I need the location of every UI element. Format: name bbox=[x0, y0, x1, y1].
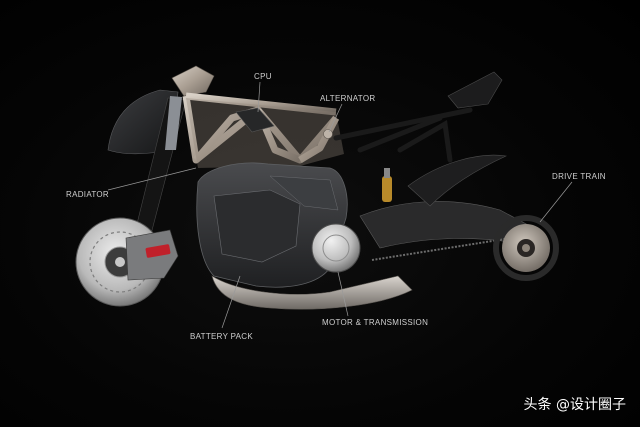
label-battery-pack: BATTERY PACK bbox=[190, 332, 254, 341]
panel-facet bbox=[213, 189, 301, 263]
cpu-block bbox=[235, 107, 275, 133]
leader-alternator bbox=[328, 103, 343, 133]
rear-shock-top bbox=[384, 168, 390, 178]
drive-chain bbox=[371, 235, 525, 261]
brake-caliper-badge bbox=[145, 244, 171, 258]
rear-sprocket bbox=[493, 215, 559, 281]
leader-drive-train bbox=[539, 181, 573, 223]
motor-cover bbox=[311, 223, 361, 273]
label-radiator: RADIATOR bbox=[66, 190, 109, 199]
rear-hugger bbox=[407, 154, 508, 207]
alternator-part bbox=[323, 129, 333, 139]
leader-radiator bbox=[107, 167, 197, 191]
rear-shock bbox=[382, 176, 392, 202]
handlebar-clamp bbox=[171, 65, 215, 97]
motor-cover-ring bbox=[322, 234, 350, 262]
leader-lines bbox=[107, 81, 573, 329]
leader-cpu bbox=[257, 81, 261, 113]
tail-light bbox=[447, 71, 503, 109]
frame-plate bbox=[186, 98, 344, 168]
leader-battery-pack bbox=[221, 275, 241, 329]
label-cpu: CPU bbox=[254, 72, 272, 81]
panel-facet-2 bbox=[269, 175, 339, 211]
label-alternator: ALTERNATOR bbox=[320, 94, 376, 103]
watermark: 头条 @设计圈子 bbox=[523, 397, 626, 413]
label-motor-transmission: MOTOR & TRANSMISSION bbox=[322, 318, 429, 327]
label-drive-train: DRIVE TRAIN bbox=[552, 172, 606, 181]
fork-upper-tube bbox=[165, 96, 182, 150]
belly-pan bbox=[211, 275, 413, 310]
rear-subframe bbox=[333, 107, 473, 163]
leader-motor-transmission bbox=[337, 271, 349, 317]
